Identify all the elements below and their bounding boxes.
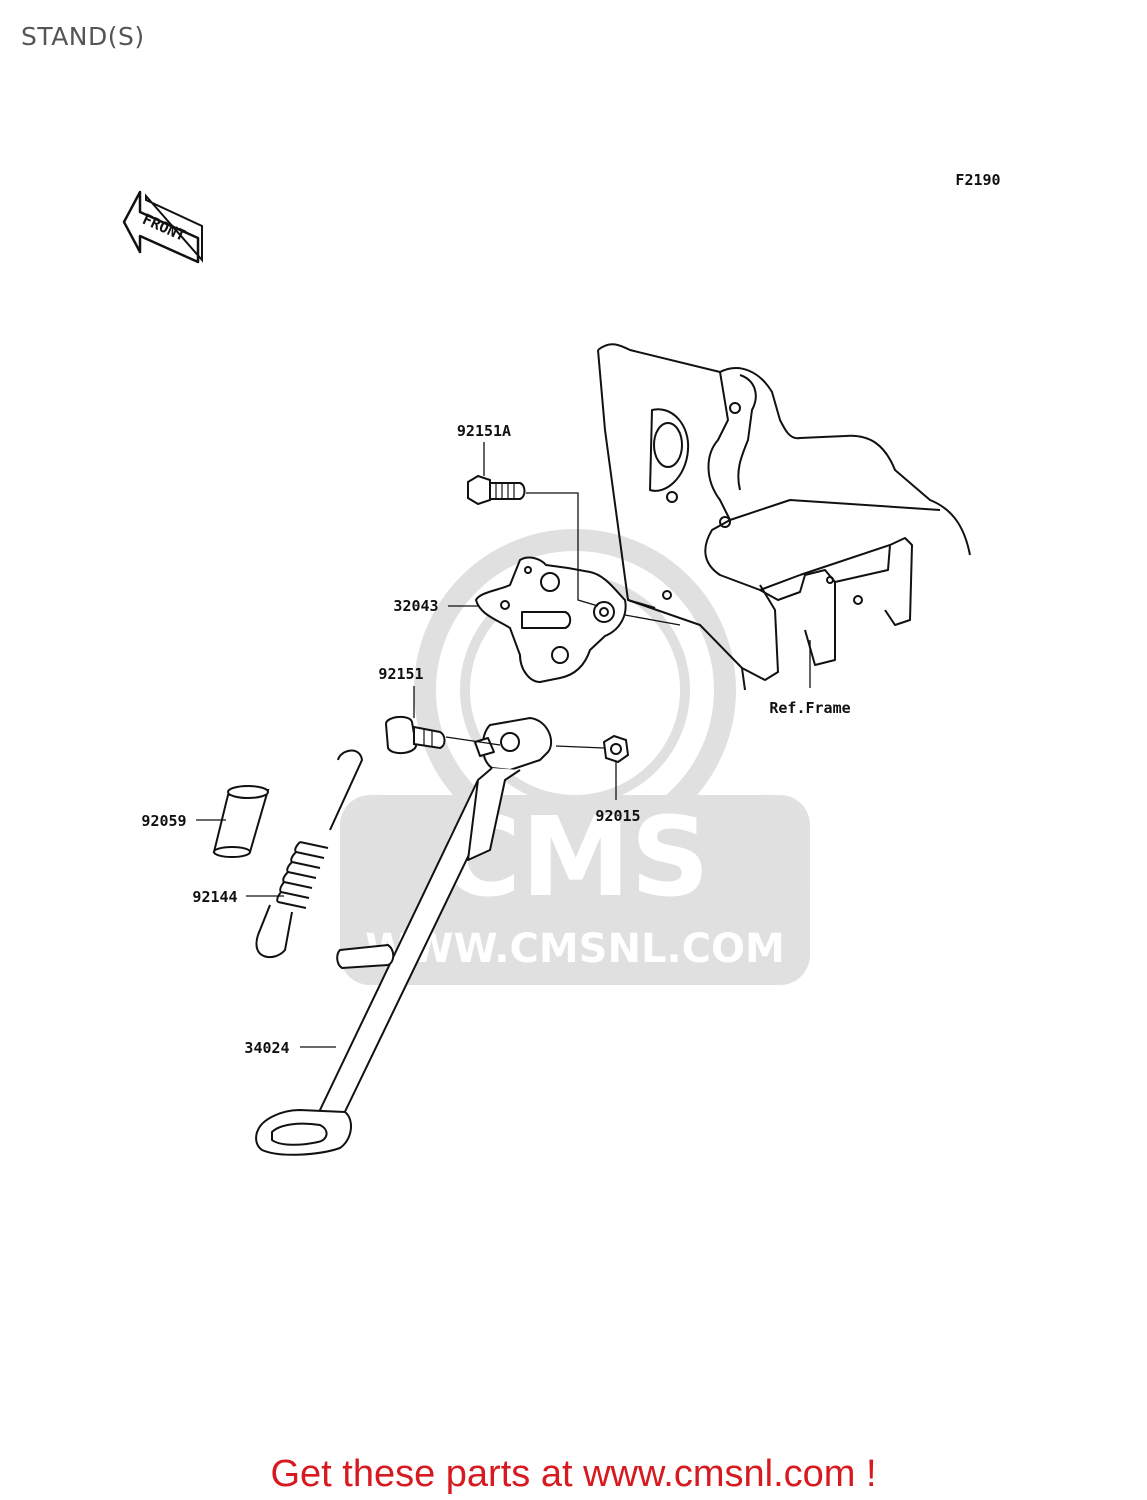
label-92151: 92151 (378, 665, 423, 683)
label-92059: 92059 (141, 812, 186, 830)
diagram-code: F2190 (955, 171, 1000, 189)
label-92015: 92015 (595, 807, 640, 825)
label-34024: 34024 (244, 1039, 289, 1057)
label-92144: 92144 (192, 888, 237, 906)
bolt-92151a (467, 474, 526, 506)
bolt-92151 (384, 716, 446, 754)
page-title: STAND(S) (21, 22, 145, 51)
spring-92144 (255, 749, 364, 958)
frame-drawing (597, 343, 971, 691)
label-ref-frame: Ref.Frame (769, 699, 850, 717)
cta-link[interactable]: Get these parts at www.cmsnl.com ! (270, 1453, 877, 1495)
label-32043: 32043 (393, 597, 438, 615)
label-92151a: 92151A (457, 422, 511, 440)
watermark-url: WWW.CMSNL.COM (365, 926, 785, 972)
bracket-32043 (475, 556, 627, 683)
leader-lines (196, 442, 811, 1048)
collar-92059 (212, 785, 270, 858)
side-stand-34024 (255, 717, 553, 1156)
front-arrow-icon: FRONT (122, 190, 203, 264)
nut-92015 (602, 734, 630, 764)
